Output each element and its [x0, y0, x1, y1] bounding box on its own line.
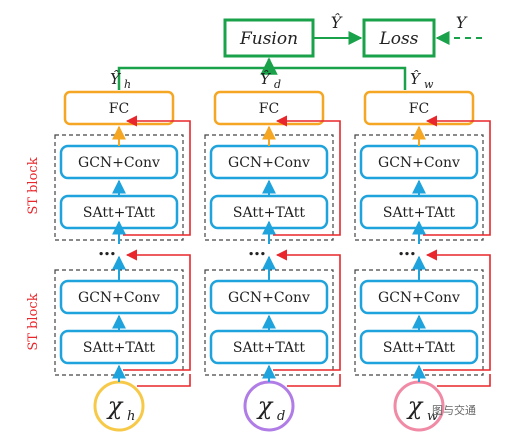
fc-box-d — [213, 90, 325, 126]
gcn-conv-label-w-1: GCN+Conv — [378, 155, 460, 171]
gcn-conv-label-d-1: GCN+Conv — [228, 155, 310, 171]
ellipsis-w: … — [398, 239, 416, 260]
input-sub-d: d — [277, 409, 285, 424]
gcn-conv-label-d-2: GCN+Conv — [228, 290, 310, 306]
residual-arrow-h-1 — [123, 115, 191, 236]
y-hat-label: Ŷ — [331, 12, 343, 32]
gcn-conv-label-w-2: GCN+Conv — [378, 290, 460, 306]
output-sub-d: d — [274, 78, 281, 91]
satt-tatt-label-d-2: SAtt+TAtt — [233, 340, 306, 356]
input-label-h: χ — [106, 392, 124, 420]
ellipsis-h: … — [98, 239, 116, 260]
fc-box-w — [363, 90, 475, 126]
output-sub-h: h — [124, 78, 131, 91]
output-label-h: Ŷ — [110, 70, 122, 88]
residual-arrow-d-2 — [273, 249, 341, 371]
satt-tatt-label-h-2: SAtt+TAtt — [83, 340, 156, 356]
residual-arrow-h-2 — [123, 249, 191, 371]
residual-arrow-w-1 — [423, 115, 491, 236]
input-residual-stub-w — [437, 374, 491, 387]
input-residual-stub-d — [287, 374, 341, 387]
input-residual-stub-h — [137, 374, 191, 387]
satt-tatt-label-w-2: SAtt+TAtt — [383, 340, 456, 356]
watermark-text: 图与交通 — [432, 404, 476, 417]
input-sub-w: w — [427, 409, 438, 424]
satt-tatt-label-h-1: SAtt+TAtt — [83, 205, 156, 221]
satt-tatt-label-w-1: SAtt+TAtt — [383, 205, 456, 221]
fusion-box — [223, 18, 315, 58]
st-block-label-lower: ST block — [26, 293, 41, 350]
input-label-d: χ — [256, 392, 274, 420]
input-label-w: χ — [406, 392, 424, 420]
y-label: Y — [456, 13, 468, 32]
ellipsis-d: … — [248, 239, 266, 260]
fusion-label: Fusion — [239, 29, 298, 49]
gcn-conv-label-h-2: GCN+Conv — [78, 290, 160, 306]
output-label-w: Ŷ — [410, 70, 422, 88]
fc-label-w: FC — [409, 101, 429, 117]
loss-label: Loss — [379, 29, 419, 49]
gcn-conv-label-h-1: GCN+Conv — [78, 155, 160, 171]
residual-arrow-w-2 — [423, 249, 491, 371]
residual-arrow-d-1 — [273, 115, 341, 236]
loss-box — [362, 18, 436, 58]
output-label-d: Ŷ — [260, 70, 272, 88]
fc-box-h — [63, 90, 175, 126]
st-block-label-upper: ST block — [26, 157, 41, 214]
satt-tatt-label-d-1: SAtt+TAtt — [233, 205, 306, 221]
fc-label-d: FC — [259, 101, 279, 117]
fc-label-h: FC — [109, 101, 129, 117]
output-sub-w: w — [424, 78, 434, 91]
input-sub-h: h — [127, 409, 135, 424]
